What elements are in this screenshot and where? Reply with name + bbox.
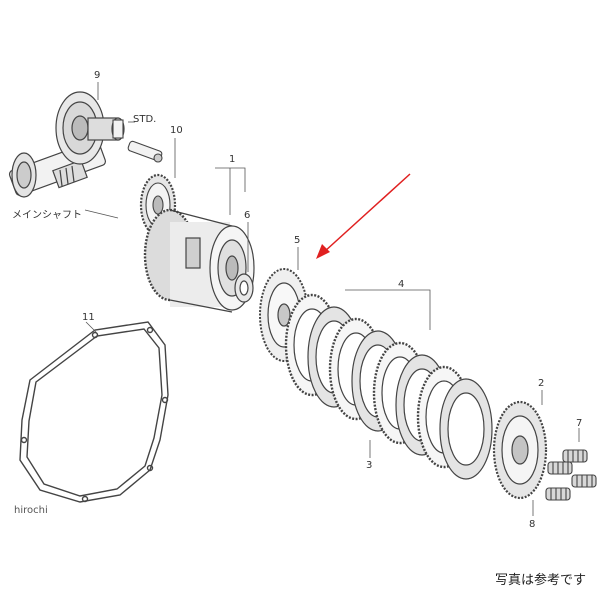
part-11-gasket [19,321,169,503]
part-6-washer [234,273,254,303]
red-arrow-indicator [316,173,411,259]
callout-3: 3 [366,460,372,471]
callout-4: 4 [398,279,404,290]
callout-8: 8 [529,519,535,530]
callout-7: 7 [576,418,582,429]
watermark-text: hirochi [14,505,48,516]
part-7-springs [545,449,597,501]
callout-1: 1 [229,154,235,165]
callout-10: 10 [170,125,183,136]
leader-lines [84,82,580,516]
std-label: STD. [133,114,156,125]
callout-2: 2 [538,378,544,389]
plate-bore [447,392,485,466]
std-pin-part [112,119,163,163]
callout-11: 11 [82,312,95,323]
clutch-plate-stack [284,293,493,480]
callout-9: 9 [94,70,100,81]
callout-5: 5 [294,235,300,246]
part-2-clutch-center [492,400,548,500]
callout-6: 6 [244,210,250,221]
reference-caption: 写真は参考です [494,573,586,588]
mainshaft-label: メインシャフト [12,210,82,221]
